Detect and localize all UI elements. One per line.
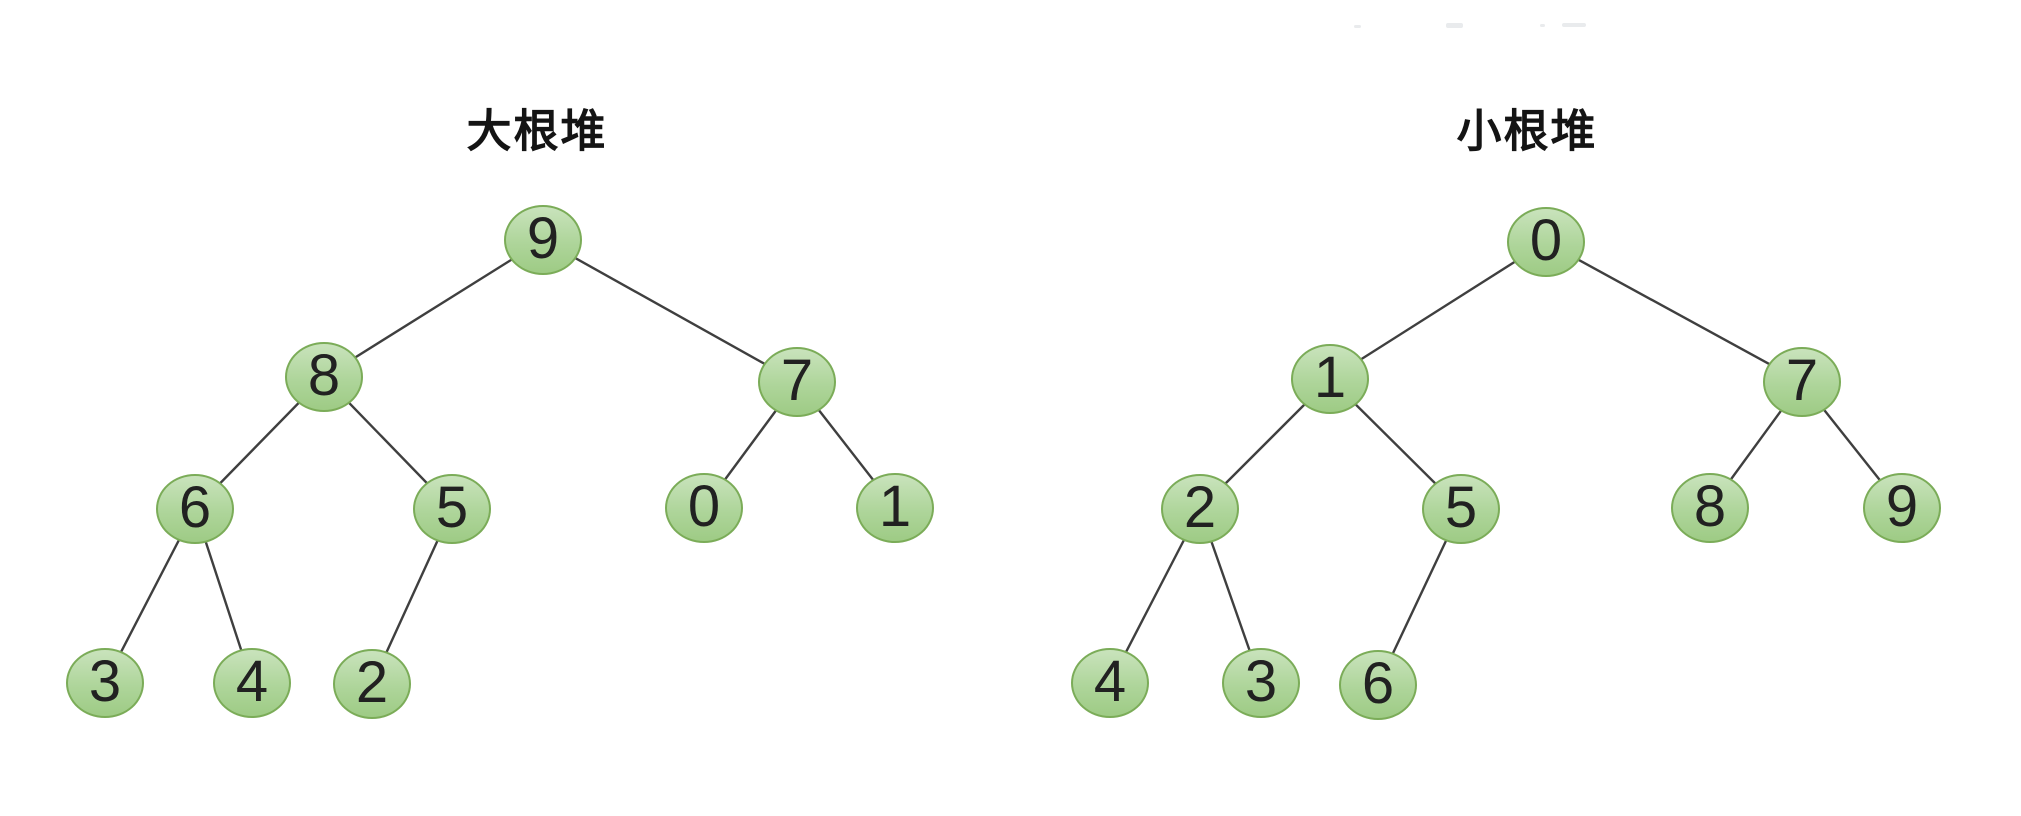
faint-smudge-artifact-1: [1446, 23, 1463, 28]
faint-smudge-artifact-0: [1354, 25, 1361, 28]
faint-smudge-artifact-3: [1562, 23, 1586, 27]
heap-node-min-heap-2: 2: [1161, 474, 1239, 544]
heap-node-max-heap-5: 5: [413, 474, 491, 544]
heap-node-max-heap-0: 0: [665, 473, 743, 543]
heap-node-max-heap-7: 7: [758, 347, 836, 417]
tree-edge-max-heap-9-8: [323, 238, 544, 379]
heap-node-min-heap-7: 7: [1763, 347, 1841, 417]
tree-edge-max-heap-9-7: [542, 238, 798, 384]
tree-title-max-heap: 大根堆: [466, 105, 608, 157]
faint-smudge-artifact-2: [1540, 24, 1545, 27]
heap-node-max-heap-3: 3: [66, 648, 144, 718]
heap-node-max-heap-2: 2: [333, 649, 411, 719]
heap-node-max-heap-1: 1: [856, 473, 934, 543]
heap-node-min-heap-4: 4: [1071, 648, 1149, 718]
heap-node-max-heap-8: 8: [285, 342, 363, 412]
heap-node-min-heap-6: 6: [1339, 650, 1417, 720]
tree-title-min-heap: 小根堆: [1456, 105, 1598, 157]
tree-edge-min-heap-0-7: [1545, 240, 1803, 384]
heap-node-min-heap-1: 1: [1291, 344, 1369, 414]
heap-node-min-heap-0: 0: [1507, 207, 1585, 277]
heap-node-max-heap-4: 4: [213, 648, 291, 718]
heap-node-max-heap-6: 6: [156, 474, 234, 544]
heap-node-min-heap-3: 3: [1222, 648, 1300, 718]
heap-node-min-heap-9: 9: [1863, 473, 1941, 543]
heap-node-min-heap-5: 5: [1422, 474, 1500, 544]
heap-node-min-heap-8: 8: [1671, 473, 1749, 543]
heap-node-max-heap-9: 9: [504, 205, 582, 275]
